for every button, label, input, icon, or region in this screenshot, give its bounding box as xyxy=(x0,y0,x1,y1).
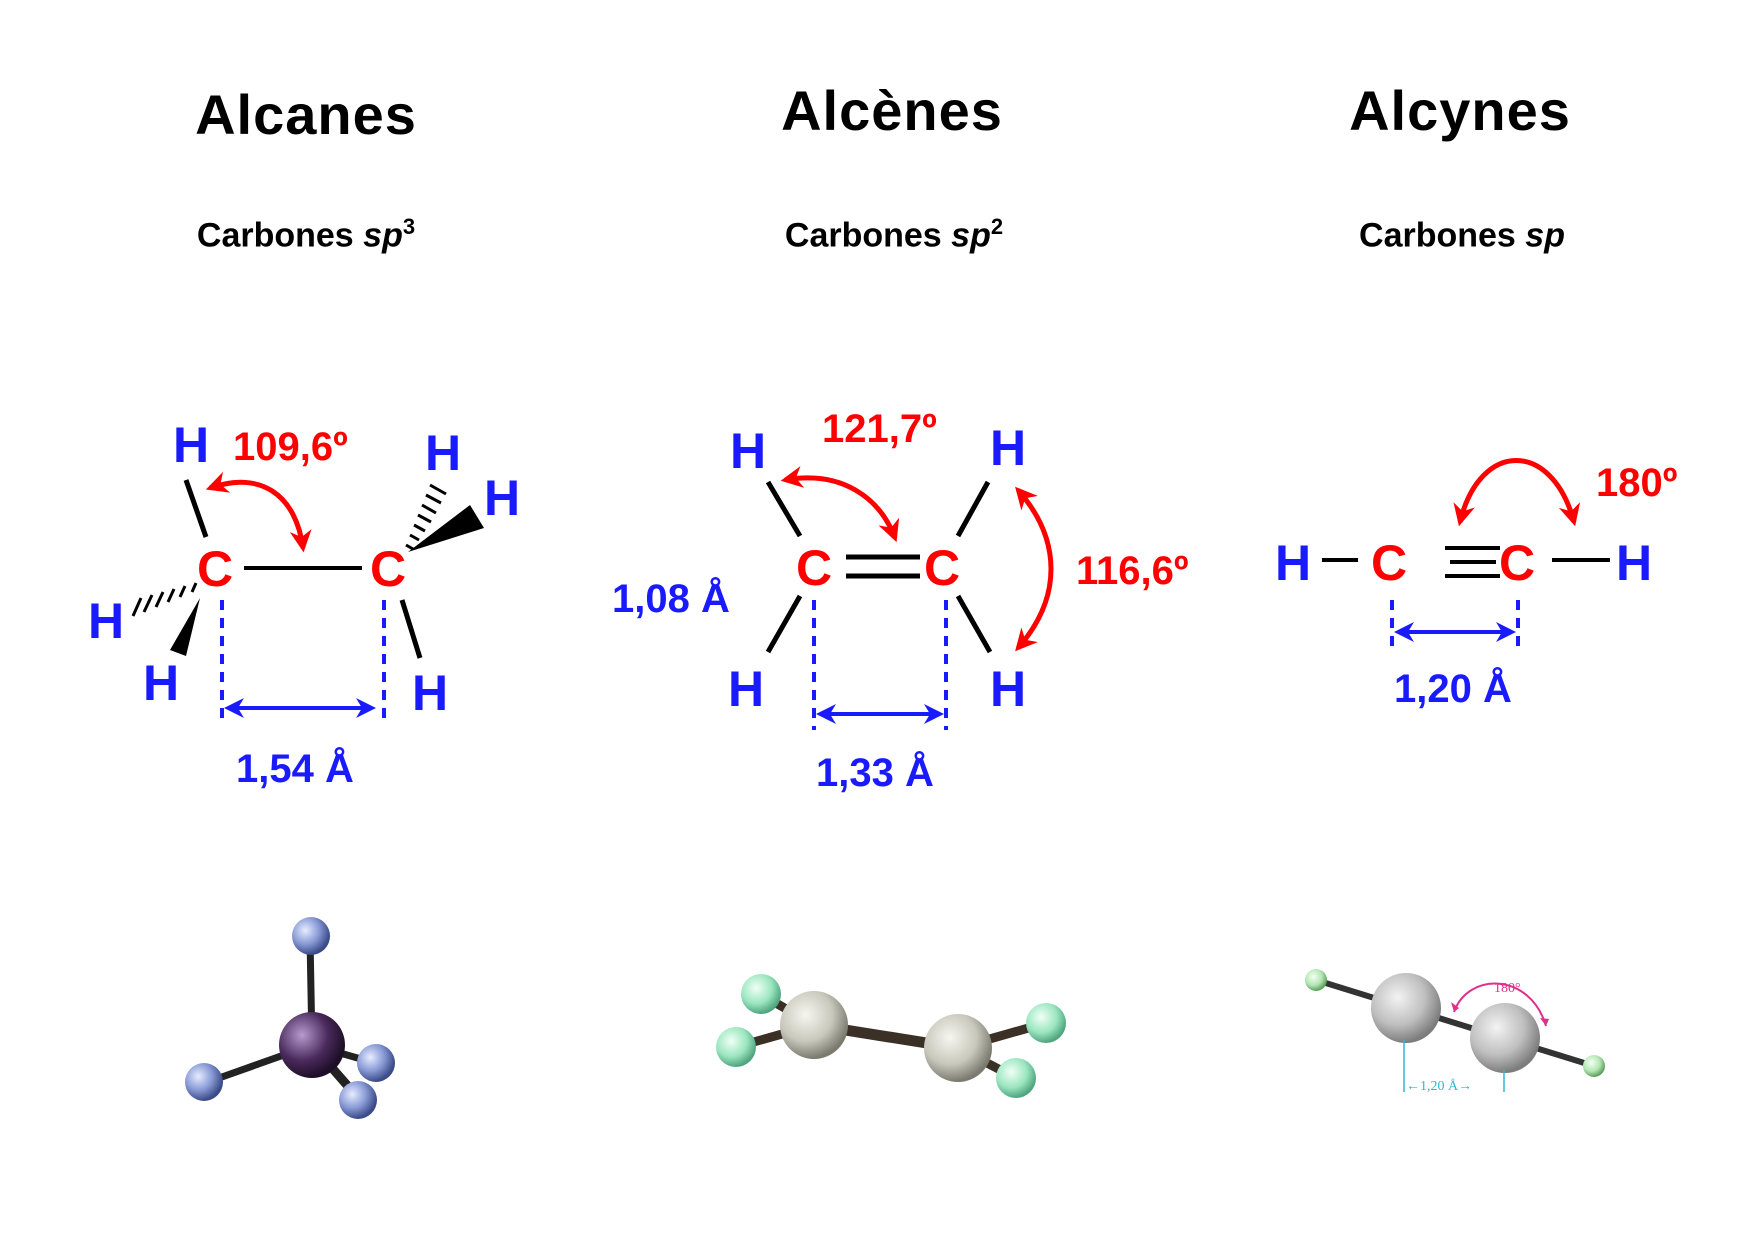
subtitle-text: Carbones xyxy=(1359,216,1526,255)
carbon-ball xyxy=(1371,973,1441,1043)
carbon-ball xyxy=(924,1014,992,1082)
hydrogen-atom: H xyxy=(990,661,1026,717)
bond-angle-label: 109,6º xyxy=(233,425,348,469)
model-distance-label: ←1,20 Å→ xyxy=(1406,1078,1472,1094)
carbon-atom: C xyxy=(1371,535,1407,591)
bond-length-label: 1,20 Å xyxy=(1394,666,1512,711)
hydrogen-ball xyxy=(996,1058,1036,1098)
ball-and-stick-model-alkyne: 180° ←1,20 Å→ xyxy=(1305,969,1605,1094)
angle-arrow xyxy=(1453,458,1581,527)
hybridization: sp xyxy=(951,216,991,255)
hydrogen-atom: H xyxy=(143,655,179,711)
subtitle-alcenes: Carbones sp2 xyxy=(785,214,1003,255)
hybridization: sp xyxy=(363,216,403,255)
bond-ch xyxy=(765,594,803,654)
hydrogen-ball xyxy=(741,974,781,1014)
hydrogen-ball xyxy=(1026,1003,1066,1043)
subtitle-alcynes: Carbones sp xyxy=(1359,214,1565,255)
subtitle-text: Carbones xyxy=(784,216,952,255)
subtitle-text: Carbones xyxy=(196,216,364,255)
hydrogen-atom: H xyxy=(990,420,1026,476)
bond-angle-label: 180º xyxy=(1596,461,1677,505)
hashed-bond-upper-right xyxy=(405,483,447,551)
hydrogen-atom: H xyxy=(728,661,764,717)
hydrogen-atom: H xyxy=(425,425,461,481)
title-alcynes: Alcynes xyxy=(1349,79,1571,142)
bond-angle-label-top: 121,7º xyxy=(822,407,937,451)
carbon-ball xyxy=(1470,1003,1540,1073)
hydrogen-ball xyxy=(716,1027,756,1067)
carbon-ball xyxy=(279,1012,345,1078)
hydrogen-atom: H xyxy=(484,470,520,526)
hydrogen-ball xyxy=(185,1063,223,1101)
wedge-bond-lower-left xyxy=(170,598,200,656)
angle-arrow-side xyxy=(1015,486,1054,652)
hashed-bond-left xyxy=(131,582,198,617)
wedge-bond-right xyxy=(408,505,484,552)
bond-ch xyxy=(955,480,991,538)
ball-and-stick-model-alkane xyxy=(185,917,395,1119)
carbon-atom: C xyxy=(197,541,233,597)
hydrogen-atom: H xyxy=(412,665,448,721)
carbon-atom: C xyxy=(796,540,832,596)
hybridization-exponent: 3 xyxy=(402,214,416,239)
title-alcenes: Alcènes xyxy=(781,79,1003,142)
bond-ch-lower-right xyxy=(399,599,423,659)
hydrogen-ball xyxy=(339,1081,377,1119)
angle-arrow xyxy=(205,471,312,553)
alkane-structure: H H H H H H C C 109,6º 1,54 Å xyxy=(88,417,520,791)
hydrogen-atom: H xyxy=(88,593,124,649)
bond-length-label: 1,33 Å xyxy=(816,750,934,795)
ch-length-label: 1,08 Å xyxy=(612,576,730,621)
title-alcanes: Alcanes xyxy=(195,83,417,146)
bond-length-label: 1,54 Å xyxy=(236,746,354,791)
ball-and-stick-model-alkene xyxy=(716,974,1066,1098)
hydrogen-atom: H xyxy=(1275,535,1311,591)
subtitle-alcanes: Carbones sp3 xyxy=(197,214,415,255)
bond-ch-upper-left xyxy=(183,479,209,538)
bond-ch xyxy=(765,480,803,538)
bond-ch xyxy=(955,594,993,654)
carbon-atom: C xyxy=(1499,535,1535,591)
hydrogen-ball xyxy=(292,917,330,955)
hybridization-exponent: 2 xyxy=(990,214,1004,239)
hydrogen-ball xyxy=(1305,969,1327,991)
bond-angle-label-side: 116,6º xyxy=(1076,549,1189,593)
hydrogen-atom: H xyxy=(1616,535,1652,591)
hybridization: sp xyxy=(1525,216,1565,255)
model-angle-label: 180° xyxy=(1494,981,1521,996)
angle-arrow-top xyxy=(780,466,900,543)
hydrogen-atom: H xyxy=(173,417,209,473)
carbon-atom: C xyxy=(370,541,406,597)
hydrogen-ball xyxy=(357,1044,395,1082)
hydrogen-ball xyxy=(1583,1055,1605,1077)
alkene-structure: H H H H C C 121,7º 116,6º 1,08 Å 1,33 Å xyxy=(612,407,1189,795)
carbon-atom: C xyxy=(924,540,960,596)
hydrogen-atom: H xyxy=(730,423,766,479)
carbon-ball xyxy=(780,991,848,1059)
alkyne-structure: H H C C 180º 1,20 Å xyxy=(1275,458,1677,711)
model-angle-arc xyxy=(1453,982,1547,1027)
